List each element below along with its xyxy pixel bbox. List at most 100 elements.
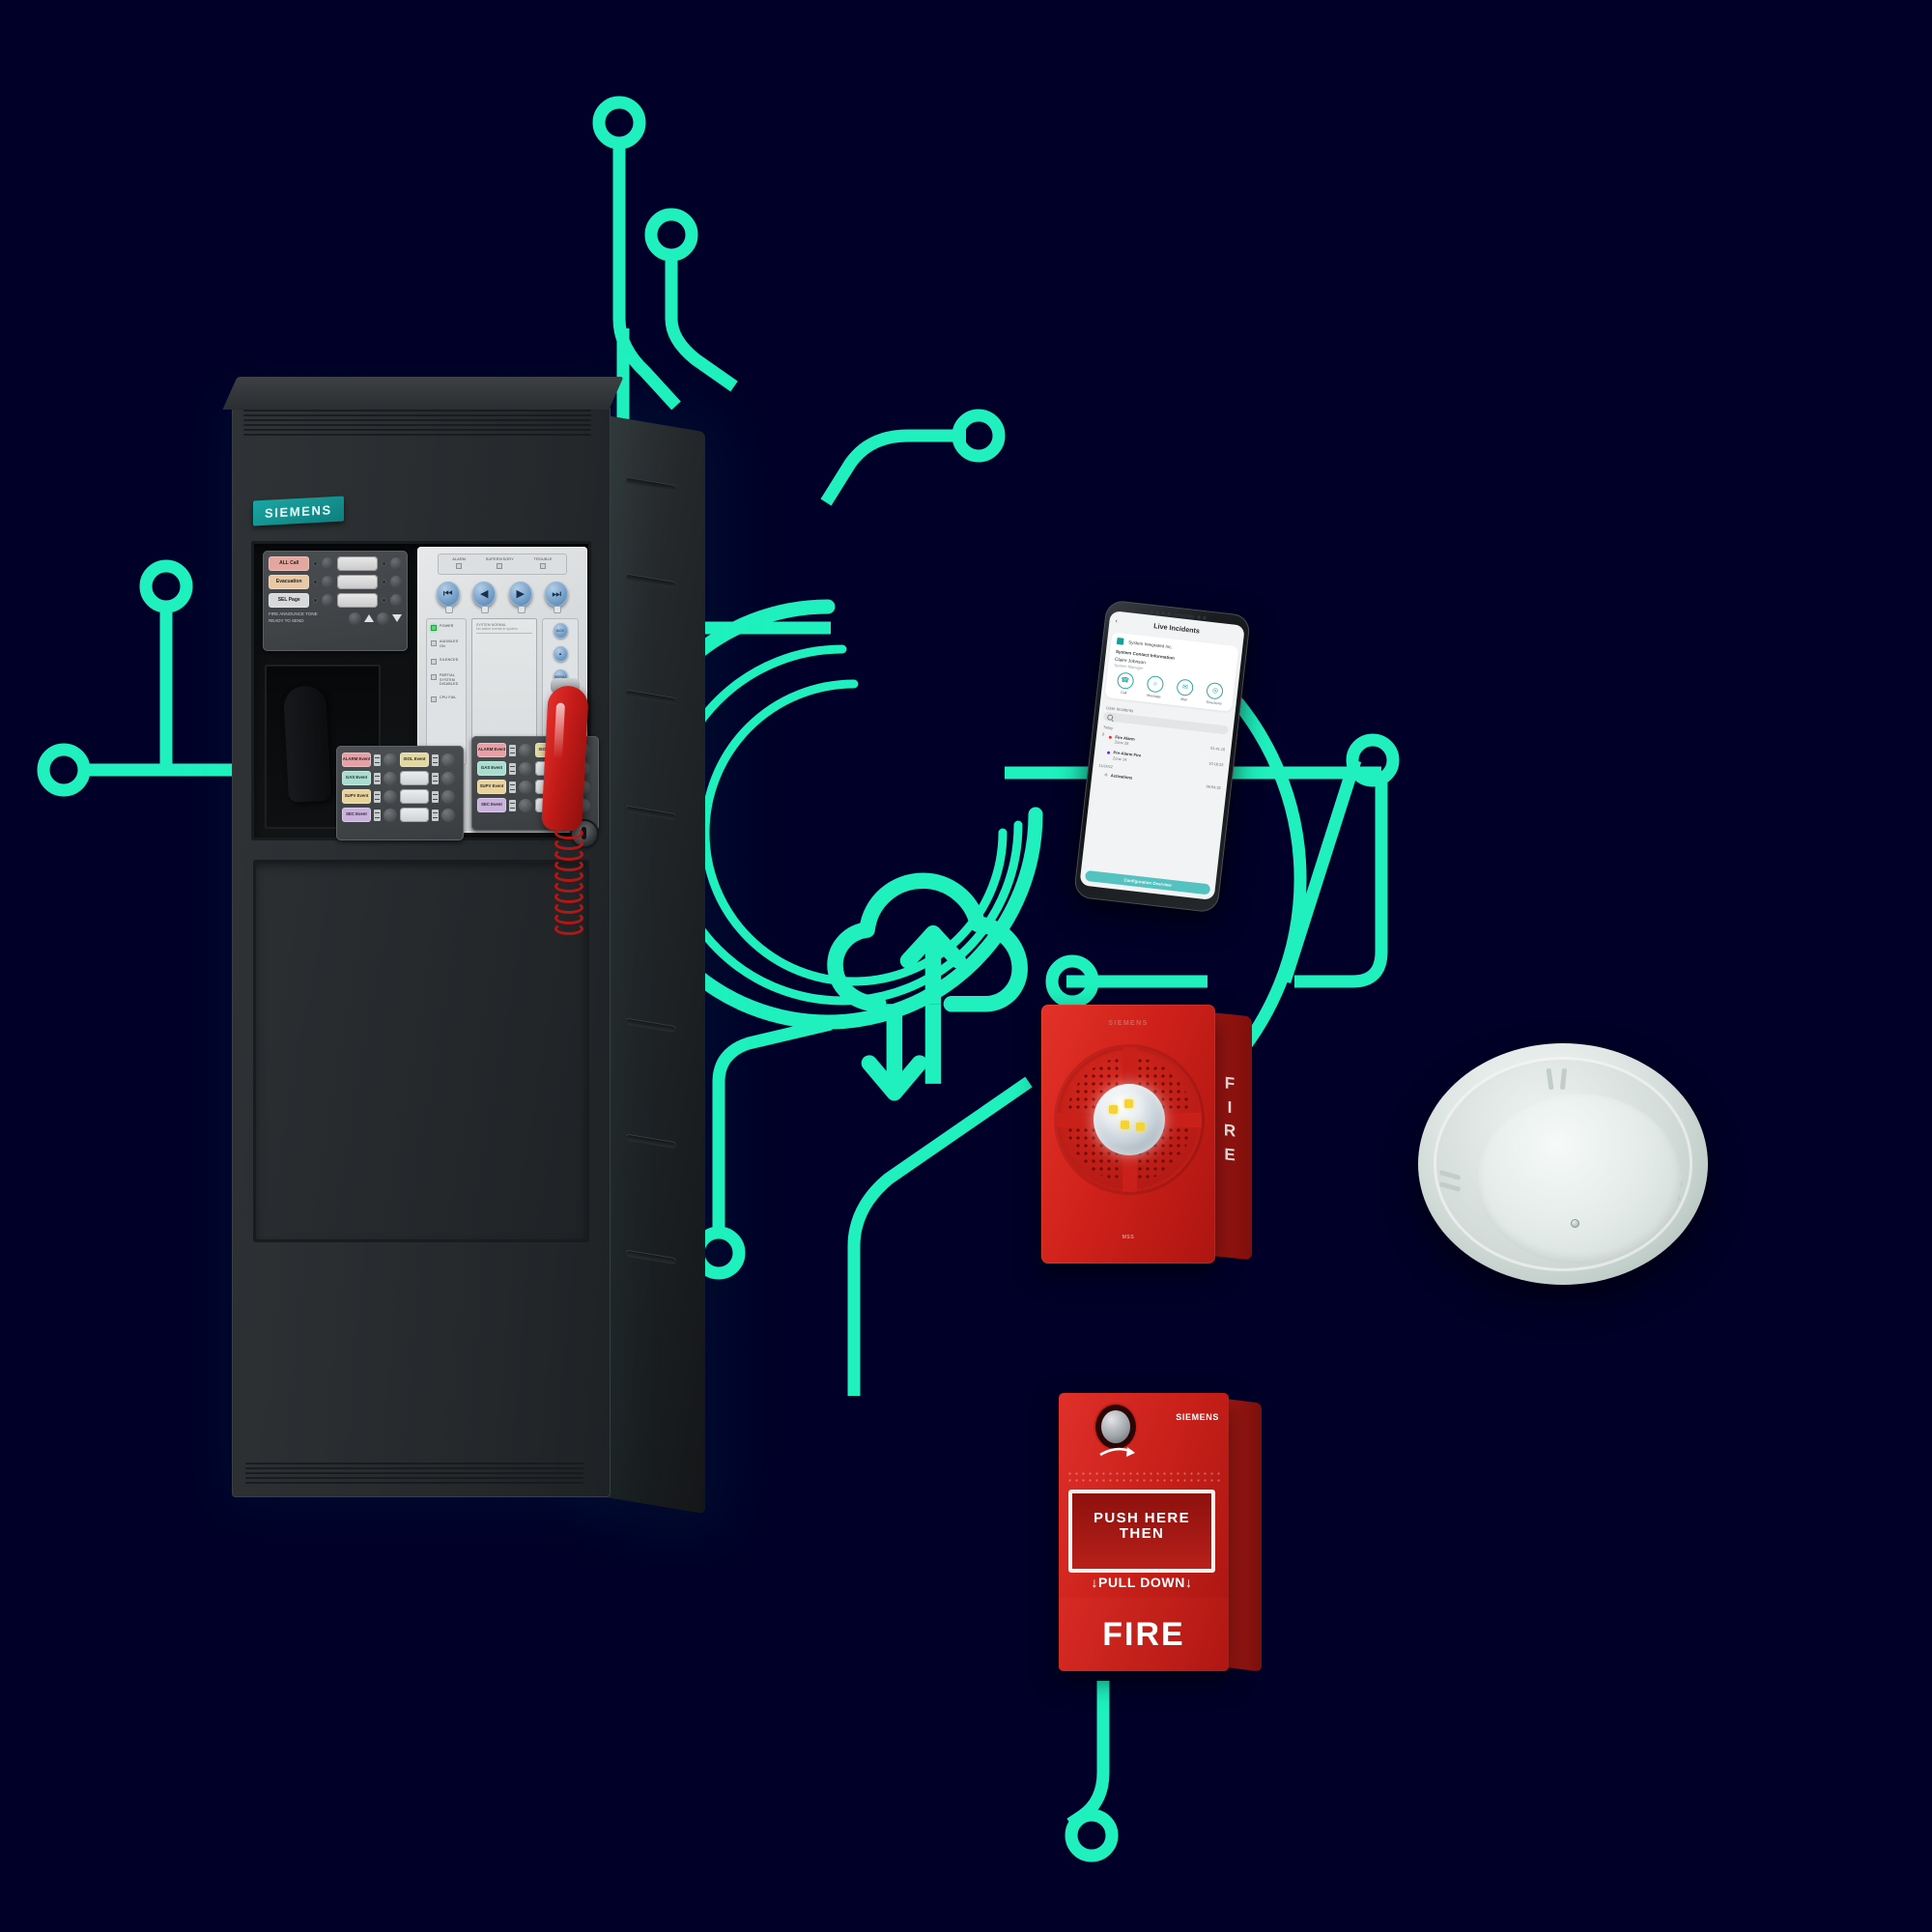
turn-arrow-icon: [1099, 1447, 1135, 1457]
led-cpu-fail: CPU FAIL: [431, 696, 462, 703]
led-label: AUDIBLES ON: [440, 639, 459, 648]
voice-knob[interactable]: [322, 557, 333, 570]
cabinet-lower-door[interactable]: [253, 860, 589, 1242]
zone-knob[interactable]: [384, 753, 397, 767]
black-handset[interactable]: [282, 684, 332, 804]
zone-label-sec[interactable]: SEC Event: [342, 808, 371, 822]
voice-blank-button[interactable]: [337, 593, 379, 608]
nav-next-button[interactable]: ▶: [508, 582, 532, 613]
action-directions[interactable]: ◎ Directions: [1202, 681, 1227, 706]
nav-button-row[interactable]: ⏮ ◀ ▶ ⏭: [430, 582, 575, 613]
cabinet-front: SIEMENS ALL Call Evacuation: [222, 377, 624, 1497]
led-label: SILENCED: [440, 657, 459, 662]
zone-label-supv[interactable]: SUPV Event: [342, 789, 371, 804]
zone-knob[interactable]: [441, 808, 455, 822]
zone-label-gas[interactable]: GAS Event: [342, 771, 371, 785]
voice-label-all-call[interactable]: ALL Call: [269, 556, 310, 571]
network-node: [1065, 1808, 1119, 1862]
strobe-lens: [1094, 1084, 1165, 1155]
nav-first-button[interactable]: ⏮: [436, 582, 460, 613]
voice-knob[interactable]: [322, 594, 333, 607]
horn-model-text: MSS: [1122, 1235, 1135, 1240]
top-vent-louvers: [243, 410, 591, 436]
voice-knob[interactable]: [390, 557, 402, 570]
instruction-line-2: THEN: [1119, 1524, 1165, 1542]
zone-knob[interactable]: [384, 808, 397, 822]
voice-knob[interactable]: [390, 576, 402, 588]
zone-label-alarm[interactable]: ALARM Event: [342, 753, 371, 767]
zone-knob[interactable]: [519, 798, 532, 812]
zone-switch[interactable]: [509, 762, 516, 775]
network-node: [1045, 954, 1099, 1009]
volume-knob[interactable]: [377, 611, 389, 625]
phone-icon: ☎: [1116, 671, 1135, 691]
zone-knob[interactable]: [519, 761, 532, 776]
ack-button[interactable]: ACK: [553, 623, 568, 639]
action-message[interactable]: ○ Message: [1142, 674, 1167, 699]
manual-pull-station[interactable]: SIEMENS PUSH HERE THEN ↓PULL DOWN↓ FIRE: [1059, 1393, 1281, 1683]
zone-knob[interactable]: [519, 743, 532, 757]
volume-knob[interactable]: [349, 611, 361, 625]
action-call[interactable]: ☎ Call: [1112, 671, 1137, 696]
key-reset-knob[interactable]: [1101, 1410, 1130, 1443]
zone-label-supv[interactable]: SUPV Event: [477, 780, 506, 794]
pull-face: SIEMENS PUSH HERE THEN ↓PULL DOWN↓ FIRE: [1059, 1393, 1229, 1671]
zone-switch[interactable]: [509, 781, 516, 793]
cabinet-side: [599, 413, 705, 1515]
voice-label-sel-page[interactable]: SEL Page: [269, 593, 310, 608]
handset-body[interactable]: [541, 685, 589, 832]
zone-knob[interactable]: [441, 771, 455, 785]
configuration-overview-button[interactable]: Configuration Overview: [1084, 869, 1211, 895]
network-node: [592, 96, 646, 150]
severity-dot: [1106, 751, 1111, 755]
zone-blank-label[interactable]: [400, 771, 429, 785]
status-label: TROUBLE: [533, 557, 553, 561]
zone-switch[interactable]: [509, 799, 516, 811]
app-screen[interactable]: ‹ Live Incidents System Integrated Inc. …: [1079, 611, 1245, 901]
volume-up-icon[interactable]: [364, 614, 374, 622]
zone-knob[interactable]: [441, 789, 455, 804]
voice-label-evacuation[interactable]: Evacuation: [269, 575, 310, 589]
zone-switch[interactable]: [432, 809, 439, 821]
fire-alarm-control-panel[interactable]: SIEMENS ALL Call Evacuation: [222, 377, 811, 1546]
zone-label-alarm[interactable]: ALARM Event: [477, 743, 506, 757]
voice-blank-button[interactable]: [337, 556, 379, 571]
volume-down-icon[interactable]: [392, 614, 402, 622]
zone-knob[interactable]: [384, 789, 397, 804]
zone-switch[interactable]: [432, 790, 439, 803]
nav-last-button[interactable]: ⏭: [545, 582, 569, 613]
voice-knob[interactable]: [322, 576, 333, 588]
zone-blank-label[interactable]: [400, 808, 429, 822]
voice-paging-module[interactable]: ALL Call Evacuation: [263, 551, 408, 651]
voice-knob[interactable]: [390, 594, 402, 607]
zone-module-left[interactable]: ALARM Event ISOL Event GAS Event SUPV Ev…: [336, 746, 464, 840]
red-emergency-handset[interactable]: [541, 678, 599, 935]
volume-controls[interactable]: [349, 611, 402, 625]
zone-knob[interactable]: [384, 771, 397, 785]
zone-blank-label[interactable]: [400, 789, 429, 804]
zone-label-isol[interactable]: ISOL Event: [400, 753, 429, 767]
zone-knob[interactable]: [441, 753, 455, 767]
status-led-alarm: ALARM: [452, 557, 466, 569]
pull-handle[interactable]: FIRE: [1059, 1598, 1229, 1671]
nav-prev-button[interactable]: ◀: [472, 582, 497, 613]
zone-switch[interactable]: [509, 744, 516, 756]
zone-switch[interactable]: [374, 772, 381, 784]
zone-row: GAS Event: [342, 771, 458, 785]
zone-switch[interactable]: [374, 753, 381, 766]
zone-switch[interactable]: [432, 772, 439, 784]
incident-time: 10:18:23: [1208, 760, 1224, 768]
zone-switch[interactable]: [432, 753, 439, 766]
up-button[interactable]: ▲: [553, 646, 568, 663]
zone-label-sec[interactable]: SEC Event: [477, 798, 506, 812]
smoke-detector[interactable]: [1418, 1043, 1708, 1304]
siemens-logo: SIEMENS: [253, 496, 344, 526]
action-mail[interactable]: ✉ Mail: [1172, 678, 1197, 703]
zone-switch[interactable]: [374, 790, 381, 803]
zone-knob[interactable]: [519, 780, 532, 794]
organization-name: System Integrated Inc.: [1127, 639, 1174, 650]
zone-switch[interactable]: [374, 809, 381, 821]
voice-blank-button[interactable]: [337, 575, 379, 589]
zone-label-gas[interactable]: GAS Event: [477, 761, 506, 776]
